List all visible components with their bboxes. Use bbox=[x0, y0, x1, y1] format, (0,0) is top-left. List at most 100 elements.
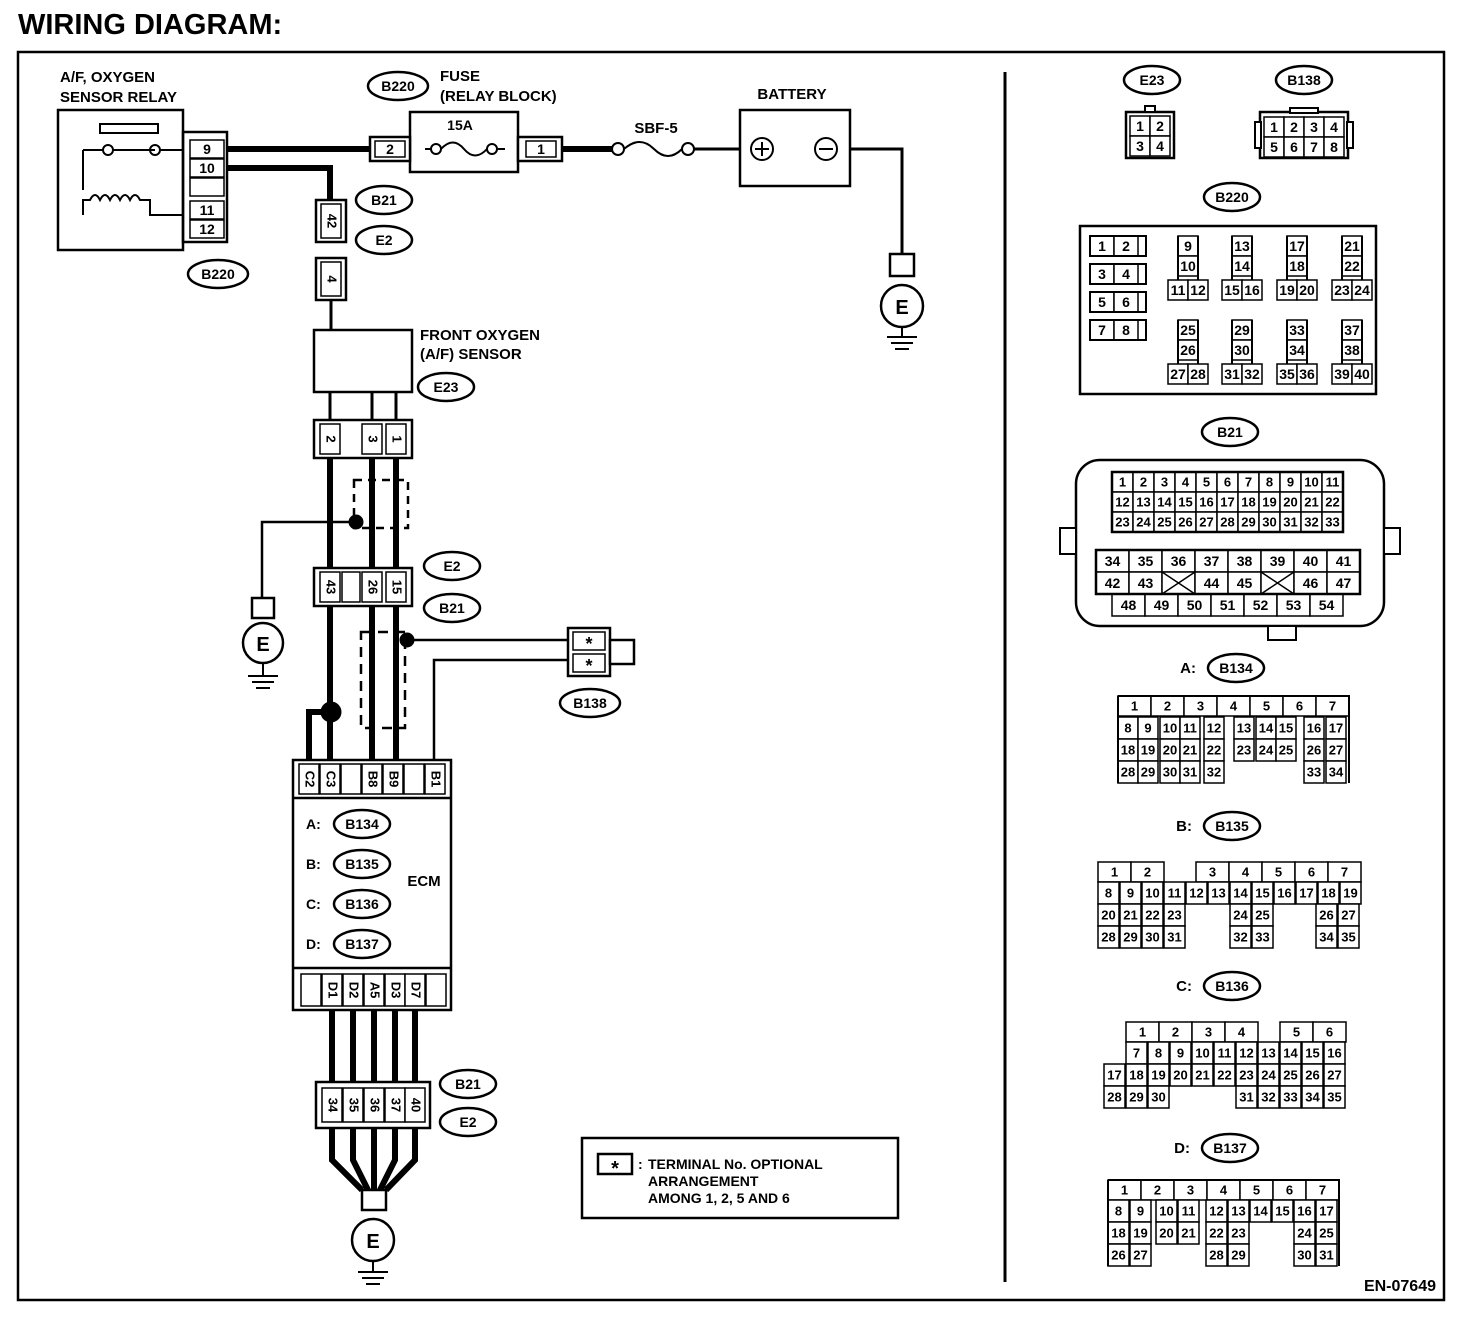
pin-cell bbox=[1155, 1221, 1178, 1245]
pin-number: 35 bbox=[1279, 366, 1295, 382]
pin-number: 6 bbox=[1296, 699, 1303, 714]
pin-number: 14 bbox=[1234, 258, 1250, 274]
pin-number: 28 bbox=[1209, 1248, 1223, 1263]
pin-number: 50 bbox=[1187, 597, 1203, 613]
pin-number: 29 bbox=[1141, 765, 1155, 780]
pin-number: 4 bbox=[1182, 475, 1190, 490]
ground-mid: E bbox=[241, 596, 285, 689]
pin-number: 14 bbox=[1259, 721, 1274, 736]
pin-number: 6 bbox=[1326, 1025, 1333, 1040]
pin-number: 9 bbox=[1144, 721, 1151, 736]
b138-star: * bbox=[585, 656, 592, 676]
pin-number: 24 bbox=[1297, 1226, 1312, 1241]
pin-number: 20 bbox=[1163, 743, 1177, 758]
pin-number: 8 bbox=[1122, 322, 1130, 338]
b220-group-frame bbox=[1177, 236, 1199, 280]
pin-cell bbox=[1119, 925, 1142, 949]
pin-number: 21 bbox=[1344, 238, 1360, 254]
pin-number: 16 bbox=[1244, 282, 1260, 298]
front-oxygen-sensor: FRONT OXYGEN (A/F) SENSOR E23 2 3 1 bbox=[312, 327, 540, 460]
bottom-b21-label: B21 bbox=[455, 1076, 481, 1092]
pin-cell bbox=[1295, 881, 1318, 905]
bottom-pin: 35 bbox=[347, 1098, 362, 1112]
pin-number: 8 bbox=[1330, 139, 1338, 155]
pin-number: 23 bbox=[1239, 1068, 1253, 1083]
pin-number: 26 bbox=[1307, 743, 1321, 758]
pin-number: 12 bbox=[1189, 886, 1203, 901]
pin-number: 17 bbox=[1319, 1204, 1333, 1219]
fuse-rating: 15A bbox=[447, 117, 473, 133]
pin-number: 16 bbox=[1199, 495, 1213, 510]
pin-number: 25 bbox=[1319, 1226, 1333, 1241]
pin-number: 7 bbox=[1133, 1046, 1140, 1061]
ecm-pin: B1 bbox=[429, 771, 444, 788]
sensor-label-line2: (A/F) SENSOR bbox=[420, 346, 522, 363]
ecm-connector-badge bbox=[332, 928, 392, 960]
b138-latch bbox=[1346, 121, 1354, 149]
pin-number: 19 bbox=[1133, 1226, 1147, 1241]
pin-cell bbox=[1303, 760, 1325, 784]
view-e23-badge bbox=[1122, 64, 1182, 96]
pin-number: 34 bbox=[1319, 930, 1334, 945]
bottom-pin: 37 bbox=[389, 1098, 404, 1112]
pin-number: 53 bbox=[1286, 597, 1302, 613]
b21-upper-frame bbox=[1110, 470, 1345, 534]
ecm-pin: B9 bbox=[387, 771, 402, 788]
bottom-pin: 36 bbox=[368, 1098, 383, 1112]
pin-number: 44 bbox=[1204, 575, 1220, 591]
pin-number: 27 bbox=[1199, 515, 1213, 530]
view-b134-badge bbox=[1206, 652, 1266, 684]
pin-number: 19 bbox=[1141, 743, 1155, 758]
pin-number: 4 bbox=[1242, 865, 1250, 880]
junction-e2-label: E2 bbox=[375, 232, 392, 248]
pin-number: 34 bbox=[1289, 342, 1305, 358]
pin-number: 40 bbox=[1354, 366, 1370, 382]
b137-frame bbox=[1107, 1179, 1340, 1266]
relay-label-line2: SENSOR RELAY bbox=[60, 89, 177, 106]
pin-number: 7 bbox=[1245, 475, 1252, 490]
pin-cell bbox=[1227, 1243, 1250, 1267]
pin-number: 10 bbox=[1145, 886, 1159, 901]
pin-number: 1 bbox=[1121, 1183, 1128, 1198]
relay-label-line1: A/F, OXYGEN bbox=[60, 69, 155, 86]
fuse-pin-in: 2 bbox=[386, 141, 394, 157]
pin-number: 2 bbox=[1164, 699, 1171, 714]
b138-connector: * * B138 bbox=[558, 626, 636, 719]
ecm-connector-label: B137 bbox=[345, 936, 379, 952]
pin-number: 33 bbox=[1255, 930, 1269, 945]
view-b138-label: B138 bbox=[1287, 72, 1321, 88]
b220-group-frame bbox=[1286, 236, 1308, 280]
pin-number: 25 bbox=[1283, 1068, 1297, 1083]
pin-number: 9 bbox=[1177, 1046, 1184, 1061]
sensor-connector-label: E23 bbox=[434, 379, 459, 395]
pin-number: 24 bbox=[1261, 1068, 1276, 1083]
pin-cell bbox=[1279, 1085, 1302, 1109]
pin-number: 24 bbox=[1259, 743, 1274, 758]
pin-number: 2 bbox=[1154, 1183, 1161, 1198]
pin-number: 33 bbox=[1283, 1090, 1297, 1105]
note-star: * bbox=[611, 1158, 619, 1180]
b138-latch bbox=[1289, 107, 1319, 114]
pin-number: 18 bbox=[1129, 1068, 1143, 1083]
pin-number: 37 bbox=[1204, 553, 1220, 569]
pin-number: 2 bbox=[1172, 1025, 1179, 1040]
blank-cross-icon bbox=[1161, 571, 1196, 595]
pin-cell bbox=[1205, 1243, 1228, 1267]
pin-number: 22 bbox=[1207, 743, 1221, 758]
pin-number: 45 bbox=[1237, 575, 1253, 591]
pin-number: 11 bbox=[1183, 721, 1197, 736]
pin-number: 29 bbox=[1129, 1090, 1143, 1105]
fuse-connector-label: B220 bbox=[381, 78, 415, 94]
bottom-e2-badge bbox=[438, 1106, 498, 1138]
pin-cell bbox=[1147, 1085, 1170, 1109]
pin-number: 26 bbox=[1305, 1068, 1319, 1083]
ecm-pin: D1 bbox=[326, 982, 341, 999]
b220-group-frame bbox=[1286, 320, 1308, 364]
mid-pin: 43 bbox=[324, 580, 339, 594]
pin-cell bbox=[1337, 925, 1360, 949]
b138-label: B138 bbox=[573, 695, 607, 711]
pin-number: 39 bbox=[1334, 366, 1350, 382]
pin-cell bbox=[1097, 925, 1120, 949]
b21-latch bbox=[1383, 527, 1401, 555]
